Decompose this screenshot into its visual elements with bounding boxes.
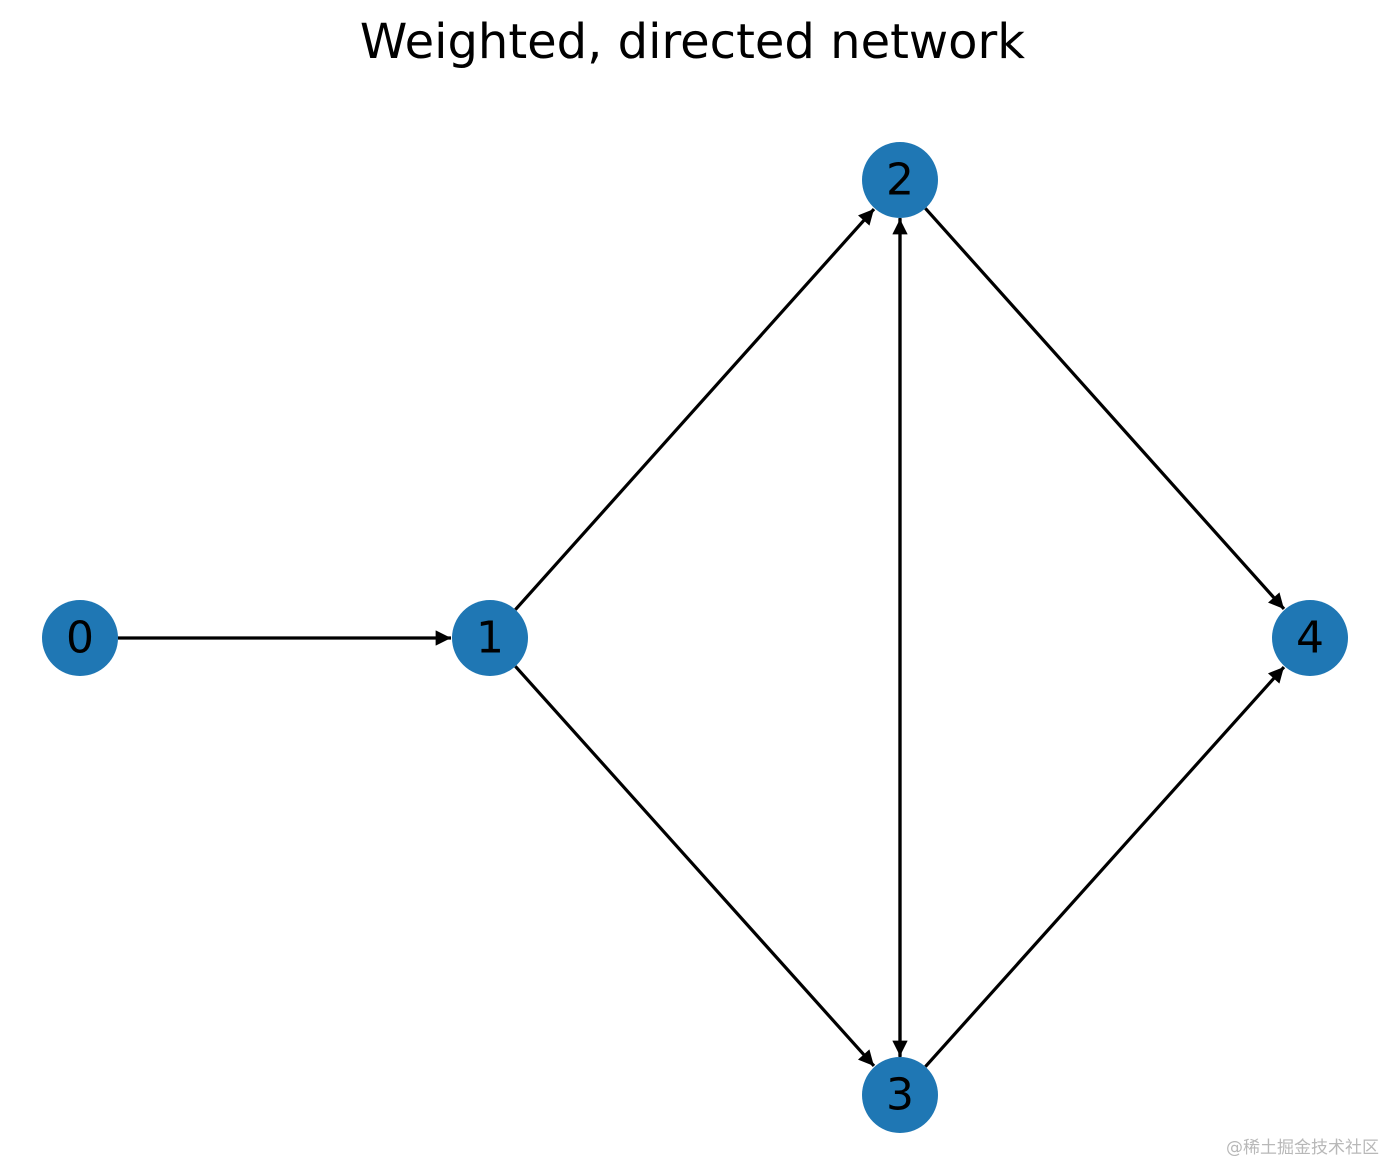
- edge-3-to-4: [924, 665, 1286, 1068]
- node-1: 1: [452, 600, 528, 676]
- edge-1-to-2: [514, 207, 876, 611]
- node-0-label: 0: [66, 613, 94, 664]
- node-4-label: 4: [1296, 613, 1324, 664]
- node-1-circle: [452, 600, 528, 676]
- node-3-label: 3: [886, 1070, 914, 1121]
- diagram-title: Weighted, directed network: [359, 14, 1026, 70]
- node-3-circle: [862, 1057, 938, 1133]
- node-2-circle: [862, 142, 938, 218]
- node-4-circle: [1272, 600, 1348, 676]
- edges-layer: [118, 207, 1286, 1068]
- watermark: @稀土掘金技术社区: [1226, 1138, 1379, 1158]
- node-1-label: 1: [476, 613, 504, 664]
- node-0-circle: [42, 600, 118, 676]
- node-2: 2: [862, 142, 938, 218]
- nodes-layer: 0 1 2 3 4: [42, 142, 1348, 1133]
- edge-2-to-4: [924, 207, 1286, 611]
- node-0: 0: [42, 600, 118, 676]
- node-4: 4: [1272, 600, 1348, 676]
- node-3: 3: [862, 1057, 938, 1133]
- node-2-label: 2: [886, 155, 914, 206]
- edge-1-to-3: [514, 665, 876, 1068]
